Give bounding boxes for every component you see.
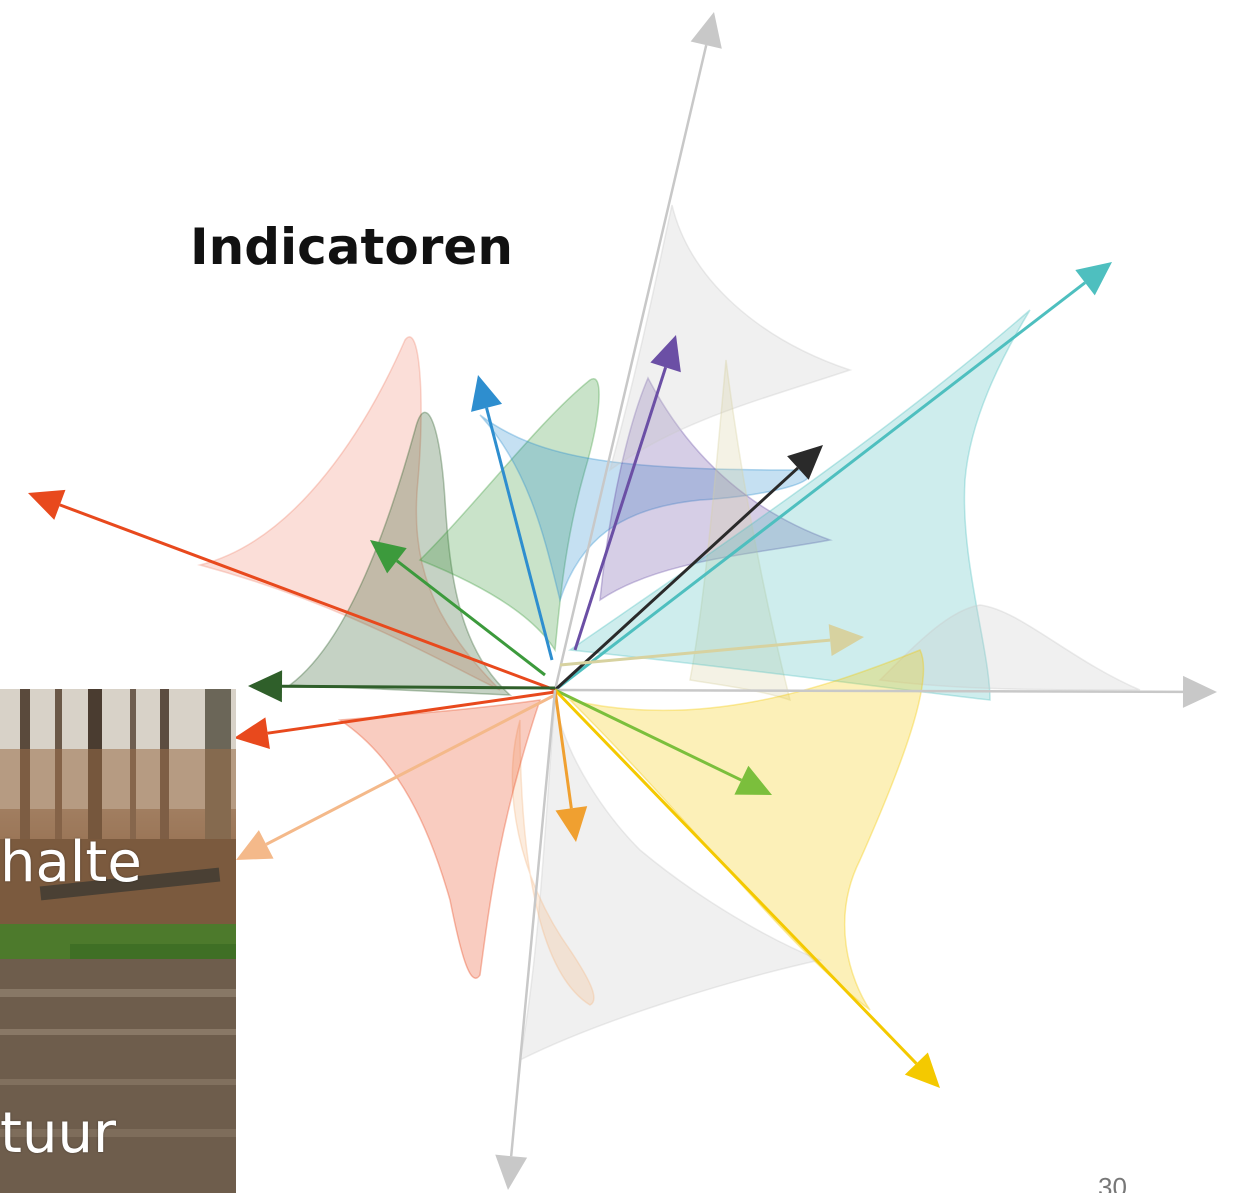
blue-arrow-shaft: [485, 407, 554, 661]
khaki-arrow-head: [828, 624, 864, 657]
dark-green-arrow: [248, 670, 556, 703]
orange-arrow: [553, 689, 588, 842]
dark-green-arrow-shaft: [281, 684, 556, 690]
red-lower-arrow-shaft: [267, 690, 556, 735]
gray-top-distribution: [608, 204, 853, 472]
green-arrow: [370, 540, 546, 677]
dark-green-arrow-head: [248, 670, 283, 703]
gray-down-arrow: [495, 689, 557, 1190]
stream-photo: halte tuur: [0, 689, 236, 1193]
gray-up-arrow: [553, 12, 722, 691]
red-lower-arrow: [234, 690, 556, 750]
yellow-arrow: [553, 688, 940, 1088]
peach-arrow-head: [236, 830, 274, 860]
light-green-arrow: [554, 688, 772, 795]
black-arrow-shaft: [553, 466, 799, 692]
teal-arrow-head: [1075, 262, 1112, 296]
blue-arrow-head: [471, 375, 503, 412]
yellow-arrow-shaft: [553, 688, 918, 1065]
gray-right-arrow-head: [1182, 675, 1217, 708]
gray-down-arrow-shaft: [509, 689, 557, 1157]
khaki-arrow-shaft: [559, 638, 831, 667]
arrow-layer: [28, 12, 1217, 1190]
peach-distribution: [511, 719, 595, 1006]
orange-arrow-shaft: [553, 689, 573, 809]
orange-arrow-head: [555, 806, 588, 842]
pale-yellow-distribution: [689, 359, 792, 702]
khaki-arrow: [559, 624, 864, 667]
teal-arrow-shaft: [554, 281, 1086, 692]
red-upper-arrow-head: [28, 489, 66, 520]
yellow-arrow-head: [904, 1052, 940, 1088]
green-arrow-shaft: [396, 559, 546, 677]
gray-up-arrow-head: [690, 12, 722, 49]
purple-distribution: [599, 376, 833, 602]
blue-arrow: [471, 375, 554, 661]
purple-arrow: [573, 335, 681, 651]
gray-right-arrow-shaft: [554, 688, 1184, 694]
light-green-arrow-shaft: [554, 688, 743, 782]
gray-right-distribution: [878, 604, 1141, 691]
black-arrow: [553, 445, 823, 692]
red-lower-distribution: [337, 699, 542, 979]
black-arrow-head: [787, 445, 823, 480]
photo-scene: [0, 689, 236, 1193]
light-green-distribution: [418, 377, 600, 653]
salmon-distribution: [197, 336, 501, 691]
green-arrow-head: [370, 540, 407, 574]
gray-right-arrow: [554, 675, 1217, 708]
peach-arrow-shaft: [265, 693, 556, 846]
distribution-layer: [197, 204, 1141, 1062]
teal-distribution: [567, 309, 1031, 701]
page-number: 30: [1098, 1172, 1127, 1193]
purple-arrow-head: [650, 335, 681, 373]
slide-title: Indicatoren: [190, 218, 513, 276]
teal-arrow: [554, 262, 1112, 692]
gray-down-arrow-head: [495, 1154, 528, 1190]
photo-overlay-word-1: halte: [0, 830, 142, 895]
gray-up-arrow-shaft: [553, 44, 708, 691]
red-lower-arrow-head: [234, 717, 270, 750]
blue-distribution: [479, 414, 810, 603]
purple-arrow-shaft: [573, 366, 668, 651]
red-upper-arrow: [28, 489, 556, 692]
gray-bottom-distribution: [518, 699, 823, 1062]
light-green-arrow-head: [734, 765, 772, 795]
peach-arrow: [236, 693, 556, 860]
red-upper-arrow-shaft: [59, 503, 556, 692]
photo-overlay-word-2: tuur: [0, 1101, 116, 1166]
